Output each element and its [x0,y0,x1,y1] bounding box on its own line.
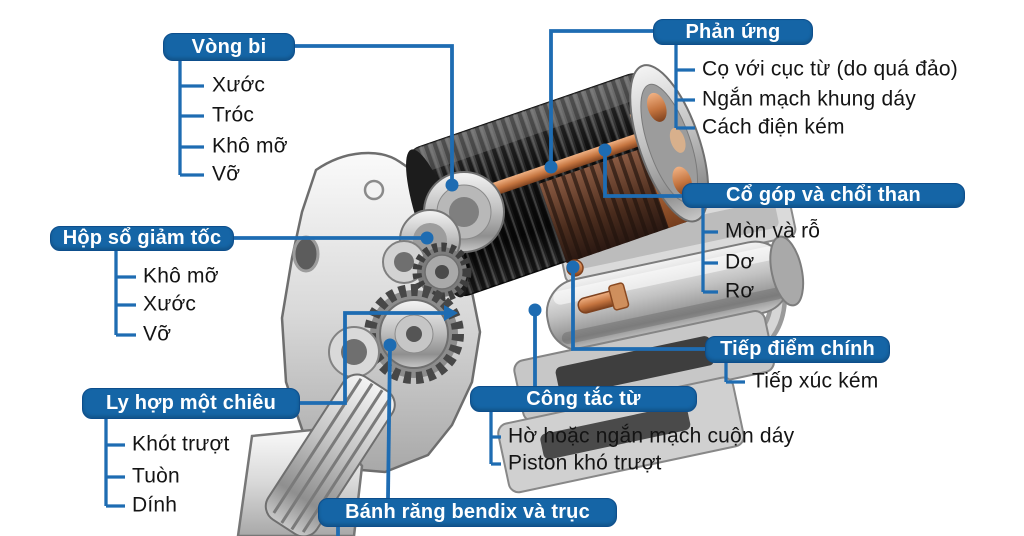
bracket-co-gop [701,208,718,294]
label-box-vong-bi: Vòng bi [163,33,295,61]
bracket-hop-so [114,251,136,337]
flange-hole [363,179,385,201]
item-phan-ung-0: Cọ với cục từ (do quá đảo) [702,57,958,81]
leader-arrow-ly-hop [444,305,458,321]
label-box-ly-hop-mot-chieu: Ly hợp một chiêu [82,388,300,419]
item-vong-bi-1: Tróc [212,103,255,127]
bracket-cong-tac [489,412,501,466]
leader-vong-bi [295,44,454,185]
leader-co-gop [603,150,682,198]
item-co-gop-1: Dơ [725,250,755,274]
item-vong-bi-0: Xước [212,73,266,97]
item-phan-ung-1: Ngắn mạch khung dáy [702,87,916,111]
leader-dot-cong-tac [528,303,542,317]
label-box-tiep-diem-chinh: Tiếp điểm chính [705,336,890,363]
label-box-cong-tac-tu: Công tắc từ [470,386,697,412]
leader-dot-phan-ung [544,160,558,174]
leader-phan-ung [549,29,653,167]
item-co-gop-0: Mòn và rỗ [725,219,821,243]
item-ly-hop-0: Khót trượt [132,432,230,456]
leader-dot-vong-bi [445,178,459,192]
label-box-hop-so-giam-toc: Hộp sổ giảm tốc [50,226,234,251]
bracket-vong-bi [178,61,204,177]
leader-dot-co-gop [598,143,612,157]
label-box-co-gop-va-choi-than: Cổ góp và chổi than [682,183,965,208]
leader-dot-tiep-diem [566,260,580,274]
item-vong-bi-3: Vỡ [212,162,241,186]
leader-dot-hop-so [420,231,434,245]
idler-gear [412,242,472,302]
leader-dot-banh-rang [383,338,397,352]
item-ly-hop-1: Tuòn [132,464,180,488]
leader-tiep-diem [571,267,705,351]
bracket-ly-hop [104,419,125,508]
bracket-phan-ung [674,45,695,130]
item-cong-tac-1: Piston khó trượt [508,451,662,475]
leader-banh-rang [386,344,392,499]
item-hop-so-1: Xước [143,292,197,316]
item-co-gop-2: Rơ [725,279,755,303]
item-phan-ung-2: Cách điện kém [702,115,845,139]
pinion-shaft [264,373,396,536]
bracket-tiep-diem [724,363,745,384]
item-hop-so-0: Khô mỡ [143,264,219,288]
leader-ly-hop [300,311,444,405]
brush-holder [647,92,667,122]
item-cong-tac-0: Hờ hoặc ngắn mạch cuộn dáy [508,424,795,448]
item-ly-hop-2: Dính [132,493,178,517]
item-tiep-diem-0: Tiếp xúc kém [752,369,879,393]
label-box-phan-ung: Phản ứng [653,19,813,45]
item-hop-so-2: Vỡ [143,322,172,346]
front-ring [328,326,380,378]
item-vong-bi-2: Khô mỡ [212,134,288,158]
label-box-banh-rang-bendix: Bánh răng bendix và trục [318,498,617,527]
